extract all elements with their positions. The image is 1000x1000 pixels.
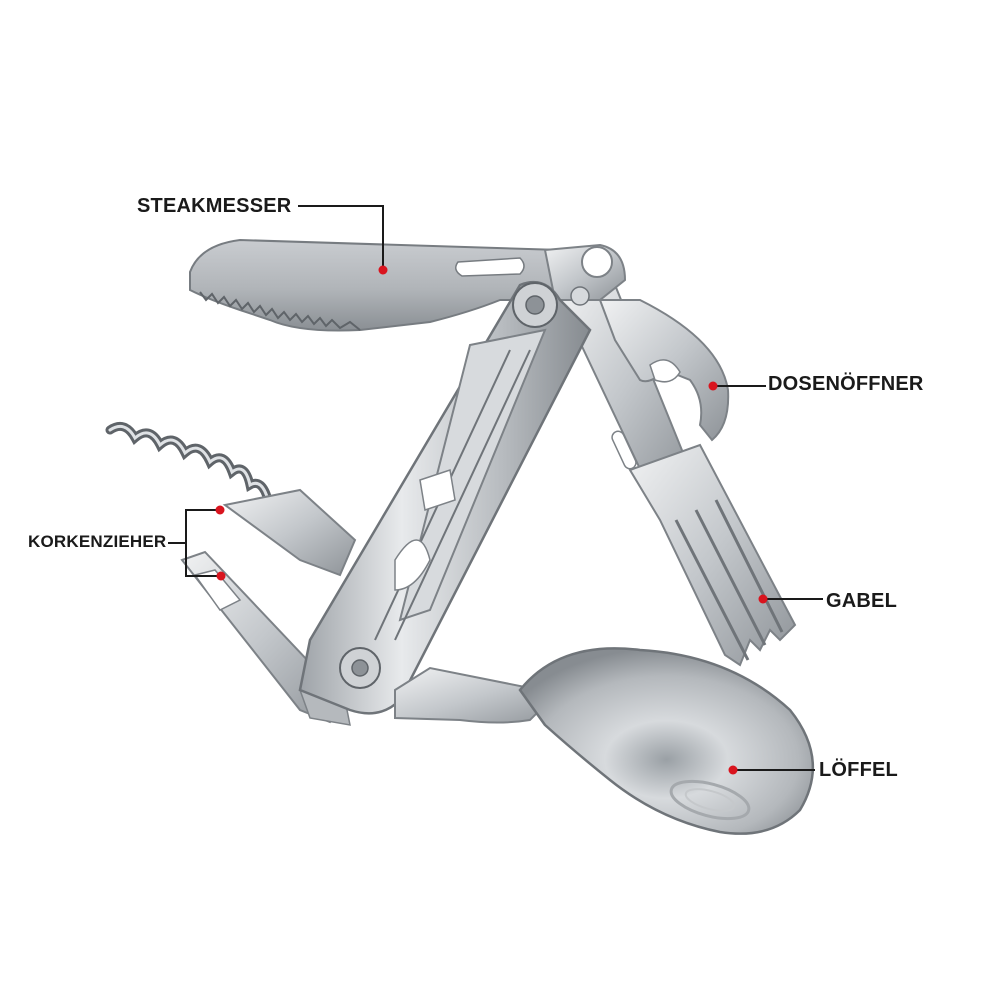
marker-dot-korkenzieher-top — [215, 505, 225, 515]
label-steakmesser: STEAKMESSER — [137, 195, 292, 217]
label-gabel: GABEL — [826, 590, 897, 612]
marker-dots — [215, 265, 768, 775]
marker-dot-steakmesser — [378, 265, 388, 275]
steak-knife-tool — [189, 238, 627, 332]
marker-dot-korkenzieher-bottom — [216, 571, 226, 581]
corkscrew-tool — [105, 421, 357, 577]
label-dosenoeffner: DOSENÖFFNER — [768, 373, 924, 395]
spoon-tool — [394, 647, 815, 835]
label-loeffel: LÖFFEL — [819, 759, 898, 781]
multitool-handle — [298, 280, 592, 715]
marker-dot-dosenoeffner — [708, 381, 718, 391]
marker-dot-gabel — [758, 594, 768, 604]
fork-tool — [558, 283, 797, 667]
leader-lines — [168, 205, 823, 771]
label-korkenzieher: KORKENZIEHER — [28, 532, 167, 551]
leader-line-steakmesser — [298, 205, 384, 268]
marker-dot-loeffel — [728, 765, 738, 775]
can-opener-tool — [598, 299, 730, 442]
